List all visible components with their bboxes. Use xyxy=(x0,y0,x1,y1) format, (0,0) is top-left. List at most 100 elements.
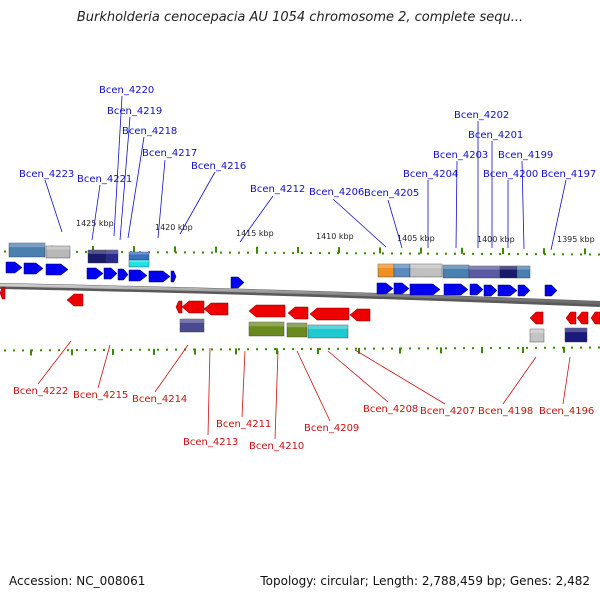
tick-dot xyxy=(292,348,294,351)
tick-major xyxy=(461,247,463,254)
reverse-leader-line xyxy=(562,356,571,405)
reverse-gene-label: Bcen_4208 xyxy=(363,404,418,415)
tick-dot xyxy=(301,252,303,255)
tick-dot xyxy=(229,348,231,351)
tick-dot xyxy=(319,252,321,255)
tick-dot xyxy=(589,253,591,256)
feature-highlight xyxy=(500,266,517,270)
reverse-gene-label: Bcen_4198 xyxy=(478,406,533,417)
tick-dot xyxy=(229,251,231,254)
tick-dot xyxy=(580,253,582,256)
tick-dot xyxy=(76,349,78,352)
reverse-gene-arrow xyxy=(309,307,350,321)
tick-dot xyxy=(58,349,60,352)
tick-dot xyxy=(202,348,204,351)
reverse-gene-arrow xyxy=(349,308,371,322)
tick-dot xyxy=(67,349,69,352)
tick-major xyxy=(420,247,422,254)
forward-leader-line xyxy=(157,159,166,239)
tick-dot xyxy=(40,349,42,352)
kbp-label: 1405 kbp xyxy=(397,234,435,243)
reverse-gene-arrow xyxy=(529,311,544,325)
feature-highlight xyxy=(88,250,106,254)
tick-major xyxy=(133,246,135,253)
reverse-gene-arrow xyxy=(565,311,577,325)
feature-highlight xyxy=(469,266,500,270)
forward-gene-label: Bcen_4216 xyxy=(191,161,246,172)
tick-dot xyxy=(76,250,78,253)
protein-feature-bar xyxy=(516,265,531,279)
tick-dot xyxy=(292,251,294,254)
feature-highlight xyxy=(443,265,469,269)
tick-dot xyxy=(166,251,168,254)
reverse-gene-label: Bcen_4222 xyxy=(13,386,68,397)
reverse-gene-label: Bcen_4215 xyxy=(73,390,128,401)
tick-dot xyxy=(589,346,591,349)
tick-dot xyxy=(427,252,429,255)
forward-gene-label: Bcen_4204 xyxy=(403,169,458,180)
tick-dot xyxy=(193,251,195,254)
tick-dot xyxy=(103,348,105,351)
tick-dot xyxy=(49,349,51,352)
tick-dot xyxy=(283,251,285,254)
tick-dot xyxy=(355,252,357,255)
reverse-gene-arrow xyxy=(248,304,286,318)
forward-gene-label: Bcen_4221 xyxy=(77,174,132,185)
tick-dot xyxy=(13,349,15,352)
tick-dot xyxy=(175,348,177,351)
reverse-gene-label: Bcen_4214 xyxy=(132,394,187,405)
reverse-gene-arrow xyxy=(590,311,600,325)
tick-dot xyxy=(211,348,213,351)
forward-gene-label: Bcen_4217 xyxy=(142,148,197,159)
tick-dot xyxy=(508,253,510,256)
tick-dot xyxy=(553,346,555,349)
protein-feature-bar xyxy=(564,327,588,343)
tick-dot xyxy=(175,251,177,254)
tick-dot xyxy=(517,346,519,349)
tick-dot xyxy=(328,252,330,255)
tick-dot xyxy=(499,347,501,350)
reverse-gene-label: Bcen_4211 xyxy=(216,419,271,430)
tick-dot xyxy=(202,251,204,254)
forward-gene-arrow xyxy=(483,284,498,297)
tick-dot xyxy=(490,347,492,350)
forward-gene-arrow xyxy=(497,284,518,297)
reverse-leader-line xyxy=(241,350,246,418)
tick-dot xyxy=(319,347,321,350)
tick-dot xyxy=(85,250,87,253)
tick-dot xyxy=(418,347,420,350)
forward-leader-line xyxy=(113,95,123,237)
forward-leader-line xyxy=(91,184,101,241)
tick-dot xyxy=(391,347,393,350)
tick-dot xyxy=(382,252,384,255)
tick-dot xyxy=(598,346,600,349)
tick-dot xyxy=(139,348,141,351)
tick-major xyxy=(112,349,114,356)
tick-dot xyxy=(571,346,573,349)
protein-feature-bar xyxy=(45,245,71,259)
forward-leader-line xyxy=(455,160,458,249)
protein-feature-bar xyxy=(248,321,285,337)
forward-gene-label: Bcen_4223 xyxy=(19,169,74,180)
tick-dot xyxy=(454,347,456,350)
tick-dot xyxy=(364,252,366,255)
reverse-gene-label: Bcen_4209 xyxy=(304,423,359,434)
tick-dot xyxy=(535,253,537,256)
tick-dot xyxy=(508,346,510,349)
tick-dot xyxy=(562,253,564,256)
tick-dot xyxy=(409,347,411,350)
tick-dot xyxy=(346,252,348,255)
tick-major xyxy=(194,348,196,355)
tick-major xyxy=(440,347,442,354)
reverse-leader-line xyxy=(296,350,331,422)
tick-dot xyxy=(598,253,600,256)
tick-major xyxy=(215,246,217,253)
tick-major xyxy=(399,347,401,354)
protein-feature-bar xyxy=(286,322,308,338)
forward-gene-arrow xyxy=(393,282,410,295)
reverse-gene-arrow xyxy=(576,311,589,325)
reverse-gene-arrow xyxy=(203,302,229,316)
reverse-leader-line xyxy=(502,356,537,405)
